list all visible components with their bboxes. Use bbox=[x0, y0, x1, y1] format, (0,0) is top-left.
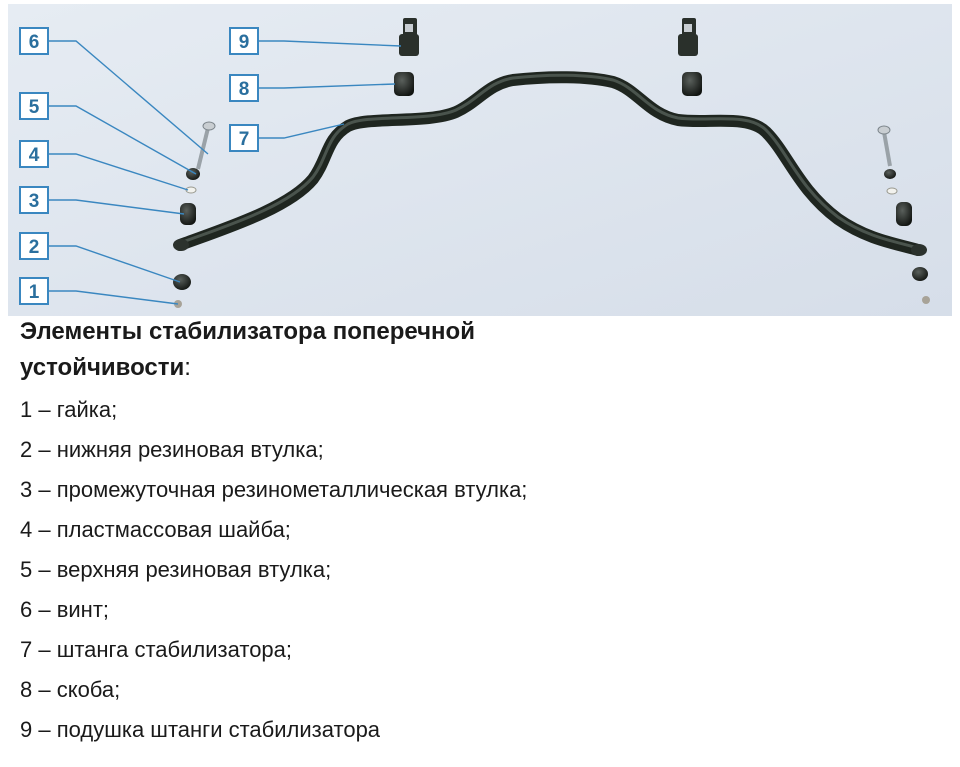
cushion-left bbox=[394, 72, 414, 96]
diagram-caption: Элементы стабилизатора поперечной устойч… bbox=[20, 314, 920, 750]
right-link-parts bbox=[877, 125, 930, 304]
caption-title-line-2-text: устойчивости bbox=[20, 354, 185, 381]
callout-9: 9 bbox=[229, 27, 259, 55]
svg-text:6: 6 bbox=[29, 32, 40, 53]
stabilizer-diagram: 6 5 4 3 2 1 9 8 7 bbox=[8, 4, 952, 316]
callout-4: 4 bbox=[19, 140, 49, 168]
lower-rubber-bushing-part bbox=[173, 274, 191, 290]
svg-text:2: 2 bbox=[29, 237, 40, 258]
svg-text:3: 3 bbox=[29, 191, 40, 212]
callout-5: 5 bbox=[19, 92, 49, 120]
parts-list-item: 2 – нижняя резиновая втулка; bbox=[20, 437, 324, 462]
intermediate-bushing-part bbox=[180, 203, 196, 225]
bracket-left bbox=[399, 18, 419, 56]
parts-list-item: 3 – промежуточная резинометаллическая вт… bbox=[20, 477, 528, 502]
parts-list: 1 – гайка; 2 – нижняя резиновая втулка; … bbox=[20, 390, 920, 750]
svg-text:8: 8 bbox=[239, 79, 250, 100]
cushion-right bbox=[682, 72, 702, 96]
caption-title-line-1: Элементы стабилизатора поперечной bbox=[20, 318, 475, 345]
svg-text:1: 1 bbox=[29, 282, 40, 303]
caption-title-line-2: устойчивости: bbox=[20, 350, 920, 386]
caption-title: Элементы стабилизатора поперечной устойч… bbox=[20, 314, 920, 386]
svg-text:7: 7 bbox=[239, 129, 250, 150]
parts-list-item: 9 – подушка штанги стабилизатора bbox=[20, 717, 381, 742]
svg-text:9: 9 bbox=[239, 32, 250, 53]
stabilizer-bar bbox=[173, 71, 927, 256]
parts-list-item: 5 – верхняя резиновая втулка; bbox=[20, 557, 332, 582]
parts-list-item: 6 – винт; bbox=[20, 597, 110, 622]
parts-list-item: 1 – гайка; bbox=[20, 397, 118, 422]
screw-part bbox=[196, 121, 216, 170]
parts-list-item: 8 – скоба; bbox=[20, 677, 121, 702]
callout-1: 1 bbox=[19, 277, 49, 305]
callout-2: 2 bbox=[19, 232, 49, 260]
leader-lines bbox=[48, 40, 402, 305]
parts-list-item: 4 – пластмассовая шайба; bbox=[20, 517, 291, 542]
parts-list-item: 7 – штанга стабилизатора; bbox=[20, 637, 293, 662]
callout-6: 6 bbox=[19, 27, 49, 55]
svg-text:4: 4 bbox=[29, 145, 40, 166]
caption-title-colon: : bbox=[184, 354, 191, 381]
callout-3: 3 bbox=[19, 186, 49, 214]
callout-7: 7 bbox=[229, 124, 259, 152]
callout-8: 8 bbox=[229, 74, 259, 102]
bracket-right bbox=[678, 18, 698, 56]
svg-text:5: 5 bbox=[29, 97, 40, 118]
diagram-background bbox=[8, 4, 952, 316]
